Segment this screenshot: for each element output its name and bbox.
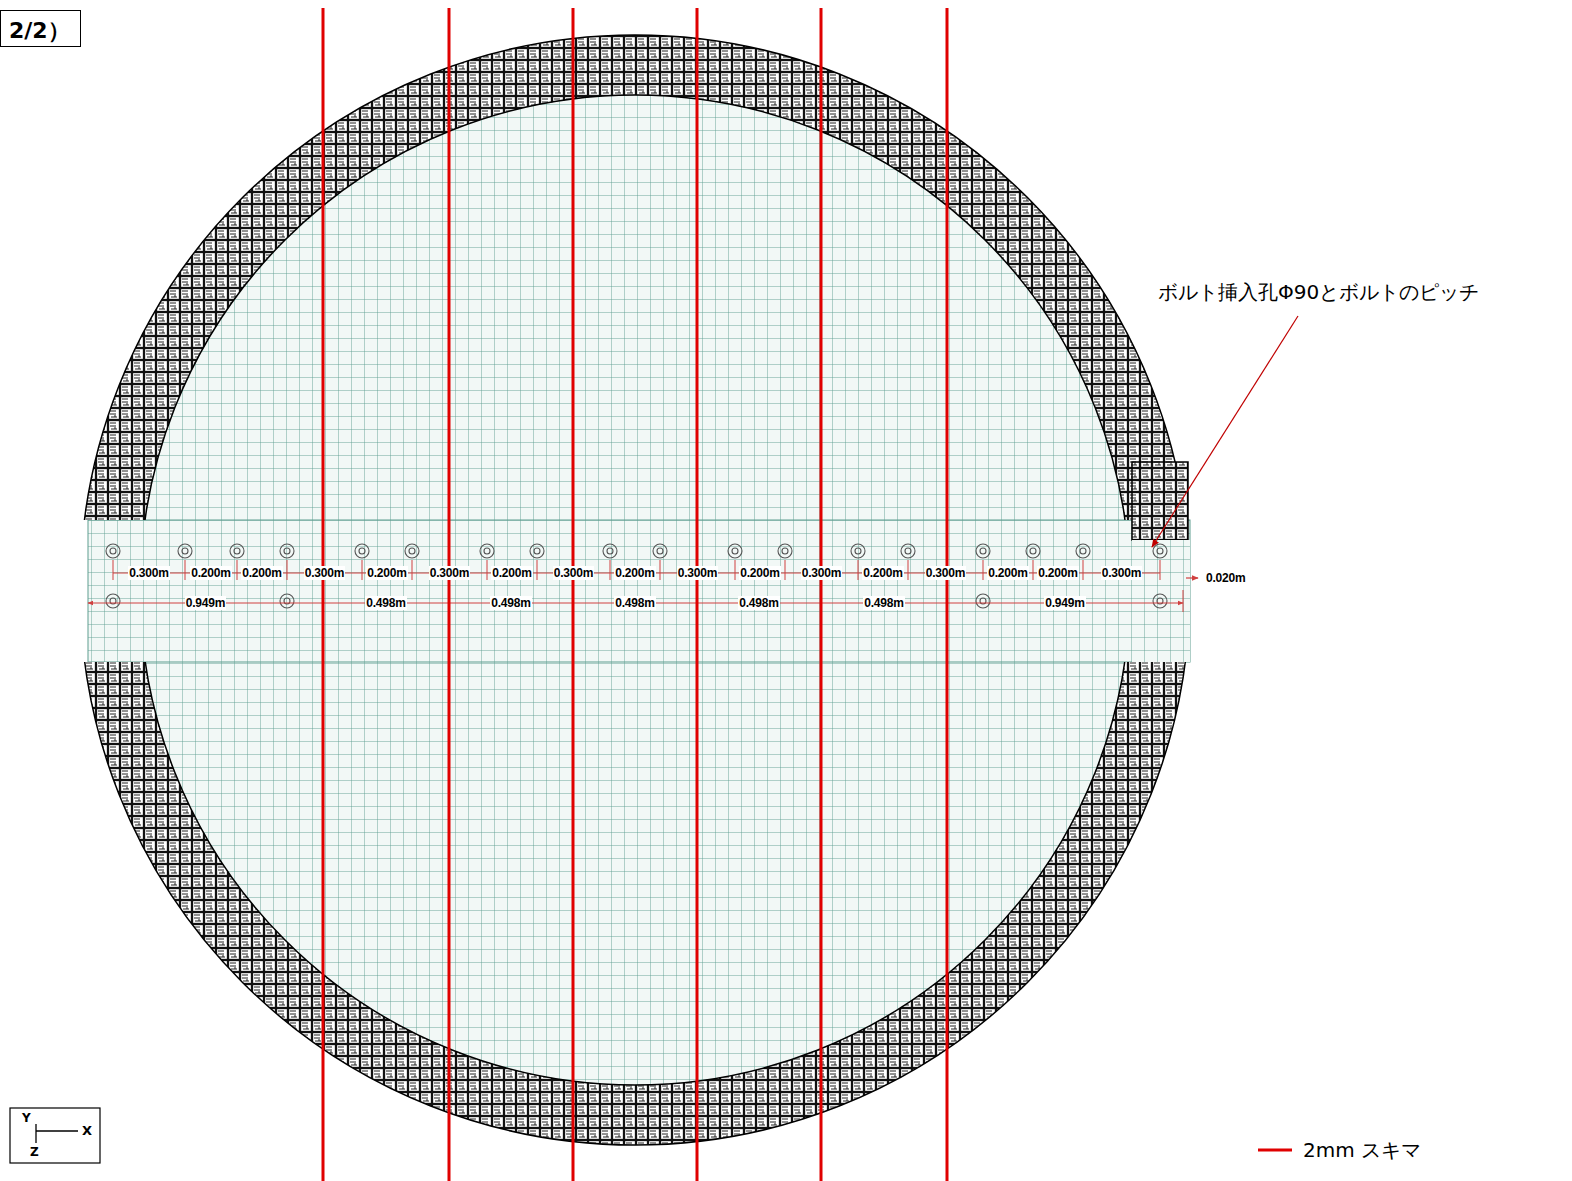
legend-line [1258, 1149, 1292, 1152]
dimension-tick [858, 560, 859, 580]
dimension-text: 0.498m [490, 596, 532, 610]
dimension-tick [412, 560, 413, 580]
axis-label: X [82, 1123, 92, 1138]
dimension-text: 0.498m [738, 596, 780, 610]
dimension-text: 0.200m [614, 566, 656, 580]
bolt-hole-center [980, 548, 986, 554]
bolt-hole [280, 594, 294, 608]
dimension-text: 0.020m [1205, 571, 1247, 585]
bolt-hole [106, 544, 120, 558]
bolt-hole-center [905, 548, 911, 554]
bolt-hole [106, 594, 120, 608]
dimension-text: 0.300m [553, 566, 595, 580]
bolt-hole-center [782, 548, 788, 554]
dimension-text: 0.498m [365, 596, 407, 610]
dimension-text: 0.200m [1037, 566, 1079, 580]
bolt-hole [1153, 594, 1167, 608]
bolt-hole-center [732, 548, 738, 554]
bolt-hole [653, 544, 667, 558]
bolt-hole [728, 544, 742, 558]
dimension-tick [113, 560, 114, 580]
bolt-hole-center [1030, 548, 1036, 554]
bolt-hole-center [534, 548, 540, 554]
bolt-hole [778, 544, 792, 558]
bolt-hole [355, 544, 369, 558]
dimension-tick [487, 560, 488, 580]
legend-text: 2mm スキマ [1303, 1137, 1421, 1164]
bolt-hole [976, 594, 990, 608]
dimension-tick [1083, 560, 1084, 580]
dimension-tick [983, 560, 984, 580]
bolt-hole [976, 544, 990, 558]
page-number: 2/2） [9, 18, 70, 43]
bolt-hole-center [110, 548, 116, 554]
bolt-hole-center [1080, 548, 1086, 554]
axis-label: Y [22, 1111, 31, 1125]
bolt-hole [851, 544, 865, 558]
dimension-text: 0.200m [241, 566, 283, 580]
bolt-hole-center [182, 548, 188, 554]
page-number-box: 2/2） [0, 10, 81, 47]
dimension-text: 0.300m [1101, 566, 1143, 580]
dimension-text: 0.300m [801, 566, 843, 580]
dimension-text: 0.300m [304, 566, 346, 580]
bolt-hole-center [234, 548, 240, 554]
dimension-tick [1033, 560, 1034, 580]
dimension-tick [660, 560, 661, 580]
bolt-hole [280, 544, 294, 558]
bolt-hole-center [409, 548, 415, 554]
bolt-hole-center [284, 548, 290, 554]
bolt-hole [1076, 544, 1090, 558]
dimension-tick [237, 560, 238, 580]
dimension-tick [735, 560, 736, 580]
dimension-text: 0.200m [862, 566, 904, 580]
bolt-hole-center [657, 548, 663, 554]
bolt-hole [405, 544, 419, 558]
bolt-hole-center [484, 548, 490, 554]
bolt-hole-center [607, 548, 613, 554]
dimension-text: 0.200m [366, 566, 408, 580]
dimension-text: 0.300m [925, 566, 967, 580]
bolt-hole-center [855, 548, 861, 554]
bolt-hole [603, 544, 617, 558]
dimension-tick [785, 560, 786, 580]
callout-note: ボルト挿入孔Φ90とボルトのピッチ [1158, 279, 1479, 306]
dimension-text: 0.949m [1044, 596, 1086, 610]
dimension-text: 0.300m [677, 566, 719, 580]
dimension-text: 0.200m [987, 566, 1029, 580]
bolt-hole [901, 544, 915, 558]
dimension-text: 0.498m [863, 596, 905, 610]
dimension-text: 0.200m [190, 566, 232, 580]
dimension-tick [908, 560, 909, 580]
dimension-text: 0.498m [614, 596, 656, 610]
dimension-tick [185, 560, 186, 580]
bolt-hole-center [359, 548, 365, 554]
dimension-text: 0.300m [429, 566, 471, 580]
dimension-tick [287, 560, 288, 580]
bolt-hole [480, 544, 494, 558]
dimension-text: 0.200m [491, 566, 533, 580]
dimension-text: 0.949m [185, 596, 227, 610]
dimension-text: 0.200m [739, 566, 781, 580]
bolt-hole [1153, 544, 1167, 558]
dimension-tick [610, 560, 611, 580]
bolt-hole [178, 544, 192, 558]
dimension-tick [362, 560, 363, 580]
bolt-hole [530, 544, 544, 558]
dimension-tick [1160, 560, 1161, 580]
axis-label: Z [30, 1145, 39, 1159]
bolt-hole [230, 544, 244, 558]
bolt-hole [1026, 544, 1040, 558]
dimension-text: 0.300m [128, 566, 170, 580]
bolt-hole-center [1157, 548, 1163, 554]
dimension-tick [537, 560, 538, 580]
